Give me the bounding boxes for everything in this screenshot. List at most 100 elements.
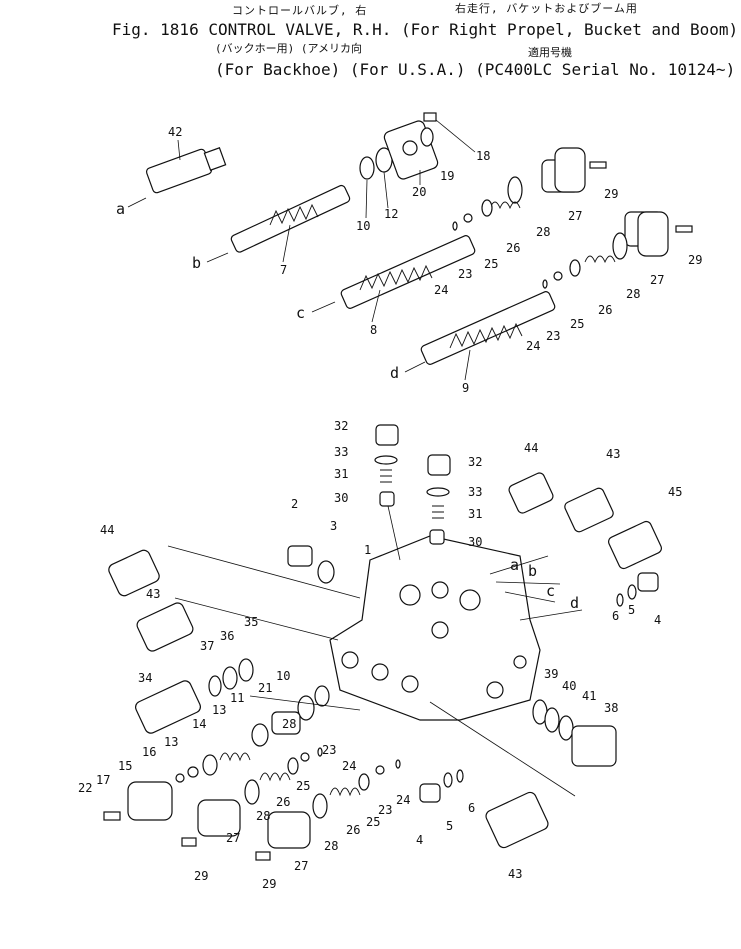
part-28-oring-lower-left (244, 779, 260, 805)
part-11-retainer (251, 723, 269, 747)
part-23-nut-lower-left (300, 752, 310, 762)
callout-29-mid: 29 (688, 253, 702, 267)
part-7-spool (206, 184, 351, 263)
part-32-plug-right (427, 454, 451, 476)
callout-24-lower-left: 24 (342, 759, 356, 773)
part-44-relief-valve-upper (508, 472, 554, 514)
callout-6-lower: 6 (468, 801, 475, 815)
backhoe-text: (For Backhoe) (215, 60, 341, 79)
part-30-poppet-right (429, 529, 445, 545)
callout-23-lower-right: 23 (378, 803, 392, 817)
callout-27-lower-left: 27 (226, 831, 240, 845)
port-letter-d-lower: d (570, 594, 579, 612)
part-title: CONTROL VALVE, R.H. (208, 20, 392, 39)
part-35-oring (238, 658, 254, 682)
callout-13-upper: 13 (212, 703, 226, 717)
part-10-ring (359, 156, 375, 180)
callout-12: 12 (384, 207, 398, 221)
callout-7: 7 (280, 263, 287, 277)
callout-26-upper: 26 (506, 241, 520, 255)
callout-32-left: 32 (334, 419, 348, 433)
callout-9: 9 (462, 381, 469, 395)
callout-1: 1 (364, 543, 371, 557)
callout-2: 2 (291, 497, 298, 511)
callout-28-lower-mid: 28 (256, 809, 270, 823)
callout-10: 10 (356, 219, 370, 233)
part-14-spring (219, 752, 251, 762)
part-34-valve (134, 680, 202, 734)
figure-title: Fig. 1816 CONTROL VALVE, R.H. (For Right… (112, 20, 738, 39)
callout-31-right: 31 (468, 507, 482, 521)
callout-40: 40 (562, 679, 576, 693)
port-letter-b-lower: b (528, 562, 537, 580)
part-19-washer (420, 127, 434, 147)
part-17-cap (127, 781, 173, 821)
part-43-relief-valve-upper (564, 487, 614, 533)
part-11-flange (271, 711, 301, 735)
callout-5-upper: 5 (628, 603, 635, 617)
callout-26-mid: 26 (598, 303, 612, 317)
part-28-oring-upper (507, 176, 523, 204)
callout-44-right: 44 (524, 441, 538, 455)
part-24-pin-lower-right (395, 759, 401, 769)
part-1-valve-body (329, 535, 541, 721)
part-25-retainer-upper (481, 199, 493, 217)
part-26-spring-upper (489, 201, 521, 210)
callout-21: 21 (258, 681, 272, 695)
part-41-oring (558, 715, 574, 741)
part-10-ring-lower (314, 685, 330, 707)
callout-44-left: 44 (100, 523, 114, 537)
callout-26-lower-left: 26 (276, 795, 290, 809)
callout-8: 8 (370, 323, 377, 337)
part-21-oring (297, 695, 315, 721)
usa-text: (For U.S.A.) (349, 60, 466, 79)
part-24-pin-lower-left (317, 747, 323, 757)
part-29-bolt-lower-left (181, 837, 197, 847)
part-25-retainer-lower (569, 259, 581, 277)
part-26-spring-lower-left (259, 772, 291, 782)
callout-43-right: 43 (606, 447, 620, 461)
callout-13-lower: 13 (164, 735, 178, 749)
callout-6-upper: 6 (612, 609, 619, 623)
port-letter-a-lower: a (510, 556, 519, 574)
callout-24-upper: 24 (434, 283, 448, 297)
part-25-retainer-lower-right (358, 773, 370, 791)
part-28-oring-lower (612, 232, 628, 260)
part-45-relief-valve (608, 520, 662, 570)
part-29-bolt-lower (675, 225, 693, 233)
port-letter-c-upper: c (296, 304, 305, 322)
part-3-oring (317, 560, 335, 584)
callout-15: 15 (118, 759, 132, 773)
part-27-cap-lower (624, 211, 669, 257)
callout-29-lower-right: 29 (262, 877, 276, 891)
callout-3: 3 (330, 519, 337, 533)
part-37-oring (208, 675, 222, 697)
callout-28-upper: 28 (536, 225, 550, 239)
callout-31-left: 31 (334, 467, 348, 481)
callout-38: 38 (604, 701, 618, 715)
callout-28-mid: 28 (626, 287, 640, 301)
part-4-plug (637, 572, 659, 592)
callout-23-mid: 23 (546, 329, 560, 343)
part-18-bolt (423, 112, 437, 122)
part-29-bolt-upper (589, 161, 607, 169)
part-24-pin-upper (452, 221, 458, 231)
callout-43-lower: 43 (508, 867, 522, 881)
callout-24-lower-right: 24 (396, 793, 410, 807)
part-44-relief-valve-left (108, 549, 160, 597)
qualifier-japanese: (バックホー用) (アメリカ向 (215, 40, 362, 56)
part-8-spool (311, 235, 476, 323)
scope-text: (For Right Propel, Bucket and Boom) (401, 20, 739, 39)
part-23-nut-lower-right (375, 765, 385, 775)
part-36-ring (222, 666, 238, 690)
callout-25-mid: 25 (570, 317, 584, 331)
callout-30-right: 30 (468, 535, 482, 549)
part-15-ring (175, 773, 185, 783)
callout-45: 45 (668, 485, 682, 499)
title-japanese: コントロールバルブ, 右 (232, 4, 368, 17)
callout-33-left: 33 (334, 445, 348, 459)
part-25-retainer-lower-left (287, 757, 299, 775)
part-6-ring-lower (456, 769, 464, 783)
part-4-plug-lower (419, 783, 441, 803)
